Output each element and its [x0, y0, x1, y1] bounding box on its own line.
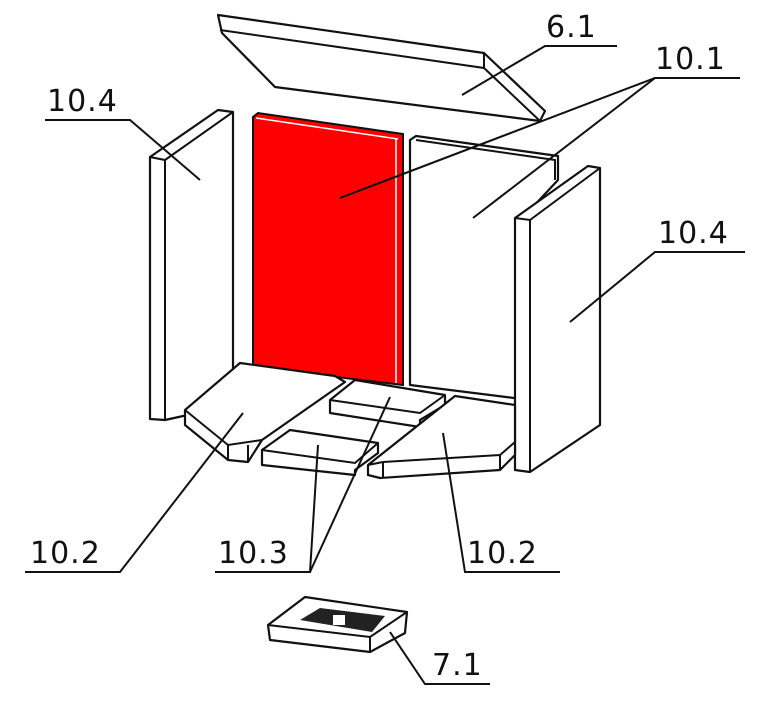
- label-10-4-right: 10.4: [658, 216, 729, 251]
- part-10-1-back-panel-highlighted: [252, 111, 404, 387]
- label-10-1: 10.1: [655, 42, 726, 77]
- part-6-1-top-slab: [216, 13, 547, 123]
- label-6-1: 6.1: [546, 10, 597, 45]
- label-10-2-left: 10.2: [30, 536, 101, 571]
- label-7-1: 7.1: [432, 648, 483, 683]
- part-10-2-right-floor: [366, 394, 517, 480]
- label-10-4-left: 10.4: [47, 84, 118, 119]
- leader-lines: [25, 45, 745, 685]
- part-10-4-left-side: [148, 108, 235, 422]
- label-10-2-right: 10.2: [467, 536, 538, 571]
- label-10-3: 10.3: [218, 536, 289, 571]
- part-7-1-ash-pan: [266, 595, 409, 654]
- part-10-4-right-side: [513, 164, 602, 474]
